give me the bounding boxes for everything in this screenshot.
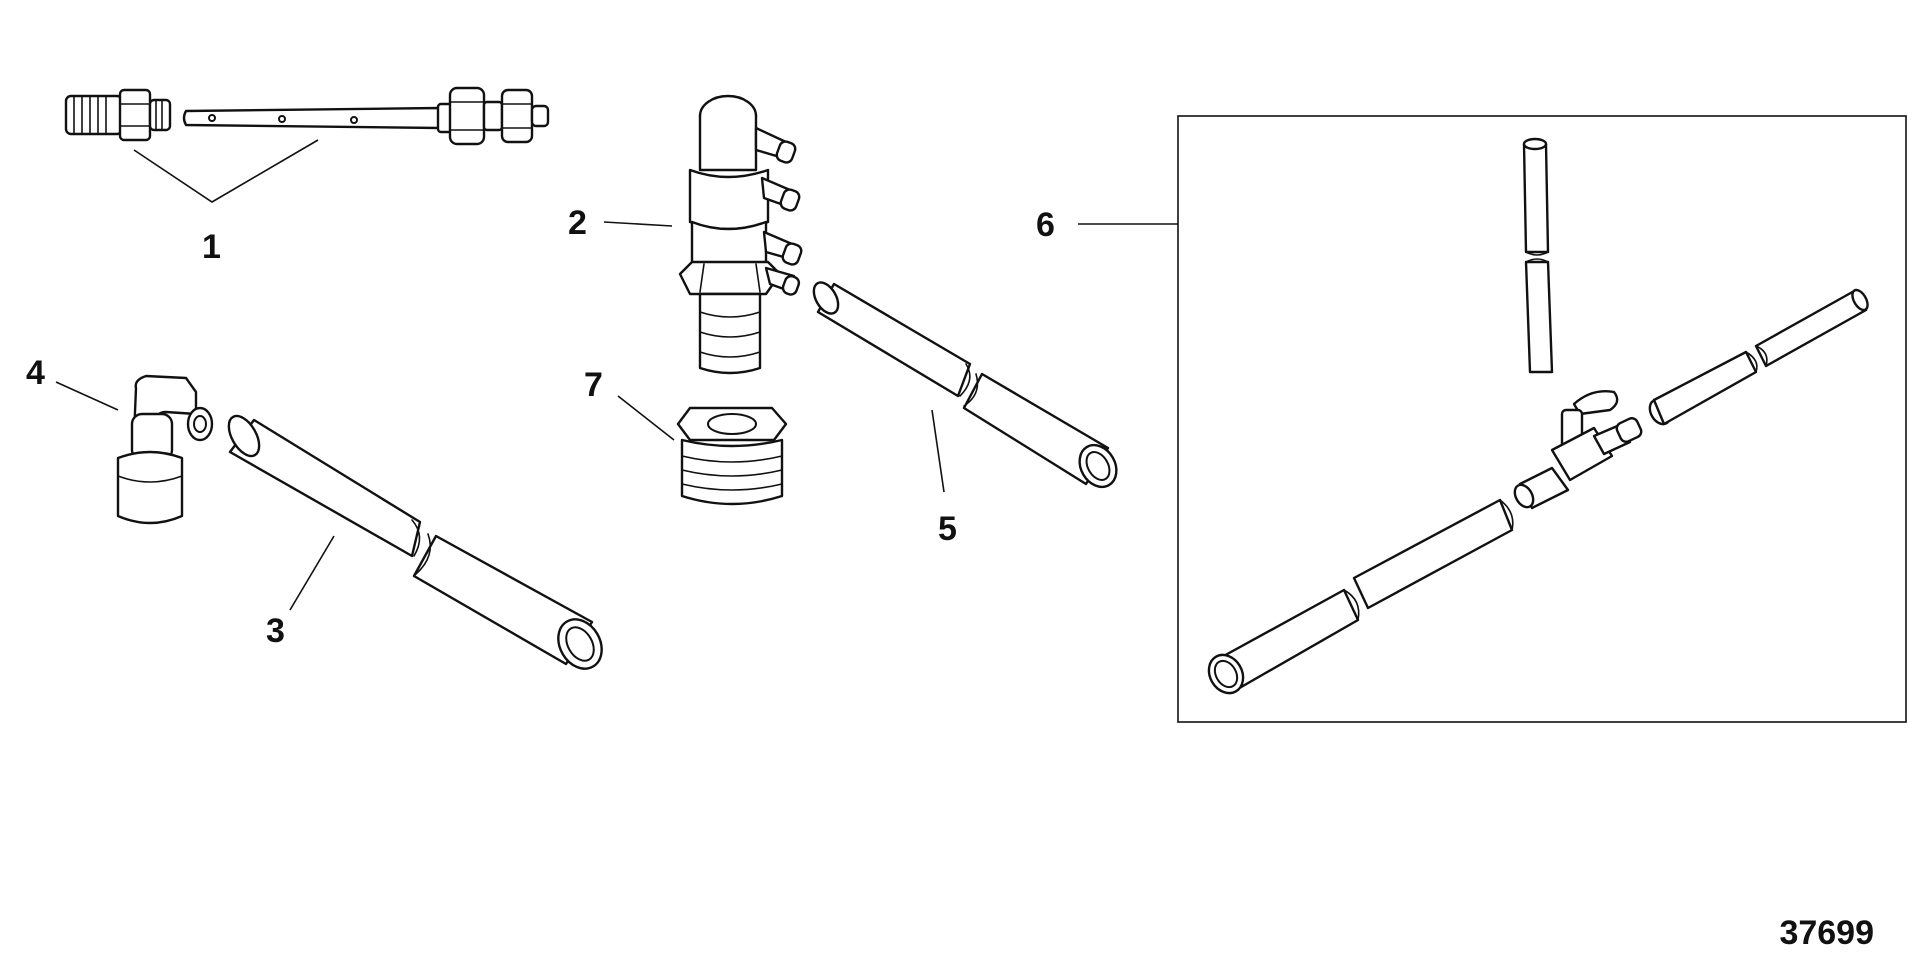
callout-4: 4 [26,354,45,392]
part-6-frame [1177,115,1907,723]
threaded-fitting [64,88,172,142]
callout-1: 1 [202,228,221,266]
leader-4 [55,381,119,411]
callout-7: 7 [584,366,603,404]
part-3-hose[interactable] [223,411,611,677]
part-7-bushing[interactable] [676,406,788,506]
part-6-hose-kit[interactable] [1177,115,1907,723]
part-5-hose[interactable] [809,278,1124,493]
callout-5: 5 [938,510,957,548]
part-2-manifold[interactable] [678,94,803,375]
callout-6: 6 [1036,206,1055,244]
probe-tube [182,86,550,146]
leader-5 [931,409,945,493]
callout-2: 2 [568,204,587,242]
part-4-elbow-fitting[interactable] [116,374,214,525]
drawing-number: 37699 [1779,914,1874,952]
leader-2 [603,221,673,227]
part-1-fitting-and-tube[interactable] [64,86,550,146]
leader-7 [617,395,675,441]
leader-3 [289,535,335,611]
leader-1 [133,139,319,203]
callout-3: 3 [266,612,285,650]
